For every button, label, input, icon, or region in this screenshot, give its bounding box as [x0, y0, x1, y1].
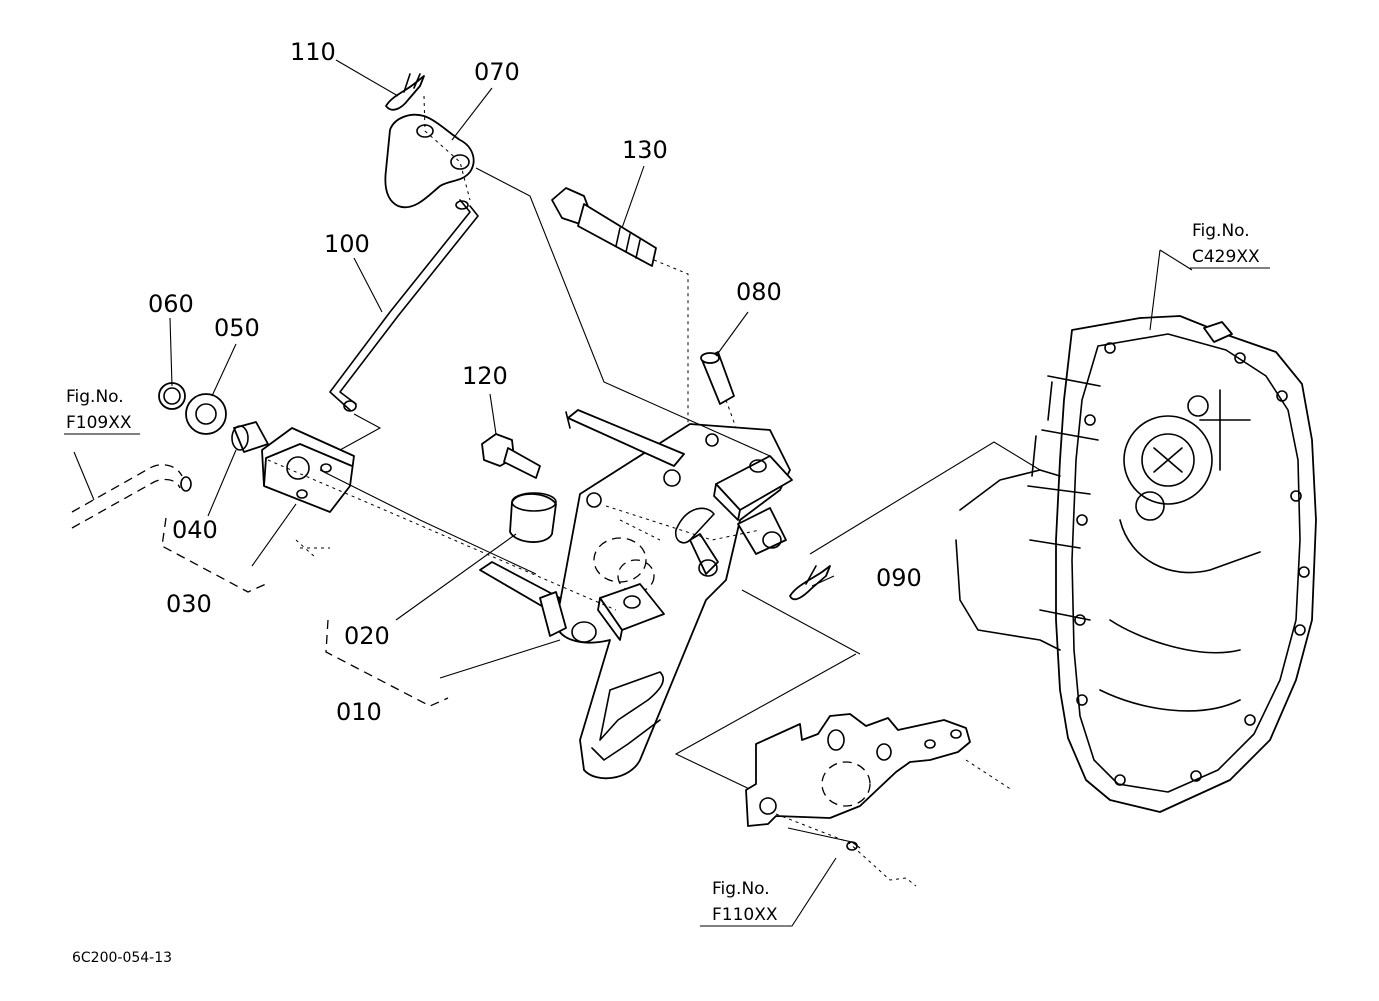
- part-010-bracket-assembly: [479, 409, 793, 780]
- callout-090: 090: [876, 564, 922, 592]
- figure-ref-f110-number: F110XX: [712, 905, 778, 925]
- leader-lines: [161, 59, 1041, 795]
- figure-ref-c429: Fig.No. C429XX: [1190, 221, 1270, 269]
- callout-020: 020: [344, 622, 390, 650]
- part-070-lever: [384, 95, 475, 209]
- part-110-cotter-pin: [385, 73, 425, 111]
- callout-110: 110: [290, 38, 336, 66]
- figure-ref-f109-number: F109XX: [66, 413, 132, 433]
- figure-ref-f110-label: Fig.No.: [712, 879, 770, 899]
- part-shift-rod-f109: [71, 451, 192, 529]
- callout-080: 080: [736, 278, 782, 306]
- callout-060: 060: [148, 290, 194, 318]
- callout-040: 040: [172, 516, 218, 544]
- part-020-bushing: [509, 492, 557, 543]
- part-100-rod: [329, 199, 479, 451]
- part-050-washer: [185, 393, 227, 435]
- figure-ref-f109-label: Fig.No.: [66, 387, 124, 407]
- part-120-bolt: [481, 433, 541, 479]
- callout-labels: 110 070 130 100 080 060 050 120 040 090 …: [148, 38, 922, 726]
- figure-ref-c429-number: C429XX: [1192, 247, 1260, 267]
- callout-100: 100: [324, 230, 370, 258]
- part-040-bushing: [231, 421, 269, 453]
- figure-ref-c429-label: Fig.No.: [1192, 221, 1250, 241]
- figure-ref-f109: Fig.No. F109XX: [64, 387, 140, 435]
- callout-120: 120: [462, 362, 508, 390]
- figure-ref-f110: Fig.No. F110XX: [700, 857, 837, 927]
- part-plate-f110: [745, 713, 1013, 887]
- drawing-code: 6C200-054-13: [72, 950, 172, 966]
- callout-070: 070: [474, 58, 520, 86]
- part-030-block: [261, 427, 617, 611]
- part-transmission-case-c429: [955, 249, 1317, 813]
- callout-030: 030: [166, 590, 212, 618]
- callout-130: 130: [622, 136, 668, 164]
- part-130-bolt: [551, 187, 689, 494]
- callout-010: 010: [336, 698, 382, 726]
- part-060-snap-ring: [158, 382, 186, 410]
- part-090-clip: [789, 565, 831, 601]
- callout-050: 050: [214, 314, 260, 342]
